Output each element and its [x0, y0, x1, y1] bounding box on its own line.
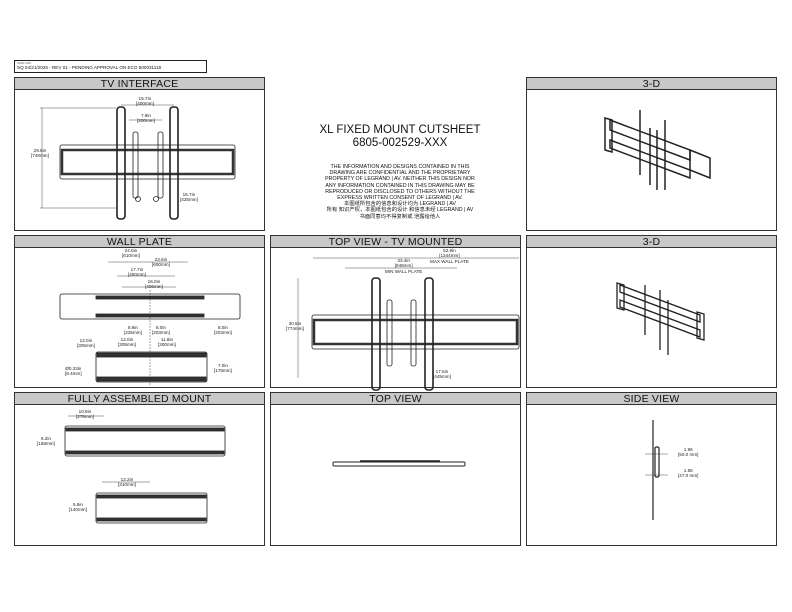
panel-side-view: SIDE VIEW	[526, 392, 777, 546]
notice-line: REPRODUCED OR DISCLOSED TO OTHERS WITHOU…	[325, 188, 475, 195]
dim-15-7in: 15.7in[400mm]	[136, 96, 154, 107]
dim-8-0in-a: 8.0in[203mm]	[152, 325, 170, 336]
dim-16-0in: 16.0in[406mm]	[145, 279, 163, 290]
stamp-label: SIGN-OFF	[17, 61, 32, 65]
dim-30-5in: 30.5in[774mm]	[286, 321, 304, 332]
panel-title: SIDE VIEW	[527, 393, 776, 405]
stamp-text: SQ 04/21/2025 - REV 01 - PENDING APPROVA…	[17, 65, 162, 70]
dim-7-0in: 7.0in[178mm]	[214, 363, 232, 374]
dim-5-5in: 5.5in[140mm]	[69, 502, 87, 513]
notice-line: ANY INFORMATION CONTAINED IN THIS DRAWIN…	[325, 182, 475, 189]
dim-23-6in: 23.6in[600mm]	[152, 257, 170, 268]
dim-17-7in: 17.7in[450mm]	[128, 267, 146, 278]
panel-title: TOP VIEW	[271, 393, 520, 405]
panel-title: WALL PLATE	[15, 236, 264, 248]
dim-7-9in: 7.9in[200mm]	[137, 113, 155, 124]
document-title: XL FIXED MOUNT CUTSHEET 6805-002529-XXX	[290, 124, 510, 149]
dim-10-9in: 10.9in[276mm]	[76, 409, 94, 420]
part-number: 6805-002529-XXX	[352, 136, 448, 149]
panel-title: TV INTERFACE	[15, 78, 264, 90]
panel-wall-plate: WALL PLATE	[14, 235, 265, 388]
panel-title: 3-D	[527, 78, 776, 90]
dim-33-4in: 33.4in[848mm]MIN WALL PLATE	[385, 258, 423, 274]
panel-title: TOP VIEW - TV MOUNTED	[271, 236, 520, 248]
panel-3d-bottom: 3-D	[526, 235, 777, 388]
confidentiality-notice: THE INFORMATION AND DESIGNS CONTAINED IN…	[290, 164, 510, 220]
dim-1-85: 1.85[47.0 mm]	[678, 468, 699, 479]
panel-fully-assembled: FULLY ASSEMBLED MOUNT	[14, 392, 265, 546]
panel-top-view-tv-mounted: TOP VIEW - TV MOUNTED	[270, 235, 521, 388]
dim-12-0in-a: 12.0in[305mm]	[77, 338, 95, 349]
title-line: XL FIXED MOUNT CUTSHEET	[319, 124, 481, 136]
dim-hole-diameter: Ø0.33in[8.4mm]	[65, 366, 82, 377]
dim-17-5in: 17.5in[445mm]	[433, 369, 451, 380]
panel-tv-interface: TV INTERFACE	[14, 77, 265, 231]
dim-12-0in-b: 12.0in[305mm]	[118, 337, 136, 348]
notice-line: DRAWING ARE CONFIDENTIAL AND THE PROPRIE…	[329, 170, 471, 177]
dim-11-8in: 11.8in[300mm]	[158, 337, 176, 348]
panel-3d-top: 3-D	[526, 77, 777, 231]
dim-24-0in: 24.0in[610mm]	[122, 248, 140, 259]
panel-top-view: TOP VIEW	[270, 392, 521, 546]
dim-1-96: 1.96[50.0 mm]	[678, 447, 699, 458]
notice-line: 所有 知识产权，本图纸包含的设计 和信息未经 LEGRAND | AV	[326, 207, 474, 214]
notice-line: THE INFORMATION AND DESIGNS CONTAINED IN…	[330, 164, 470, 170]
notice-line: EXPRESS WRITTEN CONSENT OF LEGRAND | AV.	[337, 195, 463, 202]
notice-line: 书面同意均不得复制或 泄露给他人	[359, 213, 441, 220]
dim-16-7in: 16.7in[425mm]	[180, 192, 198, 203]
notice-line: PROPERTY OF LEGRAND | AV. NEITHER THIS D…	[325, 176, 475, 183]
dim-12-2in: 12.2in[310mm]	[118, 477, 136, 488]
dim-6-2in: 6.2in[158mm]	[37, 436, 55, 447]
panel-title: 3-D	[527, 236, 776, 248]
panel-title: FULLY ASSEMBLED MOUNT	[15, 393, 264, 405]
dim-52-9in: 52.9in[1344mm]MAX WALL PLATE	[430, 248, 469, 264]
notice-line: 本图纸所包含的信息和设计均为 LEGRAND | AV	[344, 201, 456, 208]
dim-8-9in: 8.9in[225mm]	[124, 325, 142, 336]
dim-29-5in: 29.5in[748mm]	[31, 148, 49, 159]
dim-8-0in-b: 8.0in[203mm]	[214, 325, 232, 336]
revision-stamp: SIGN-OFF SQ 04/21/2025 - REV 01 - PENDIN…	[14, 60, 207, 73]
